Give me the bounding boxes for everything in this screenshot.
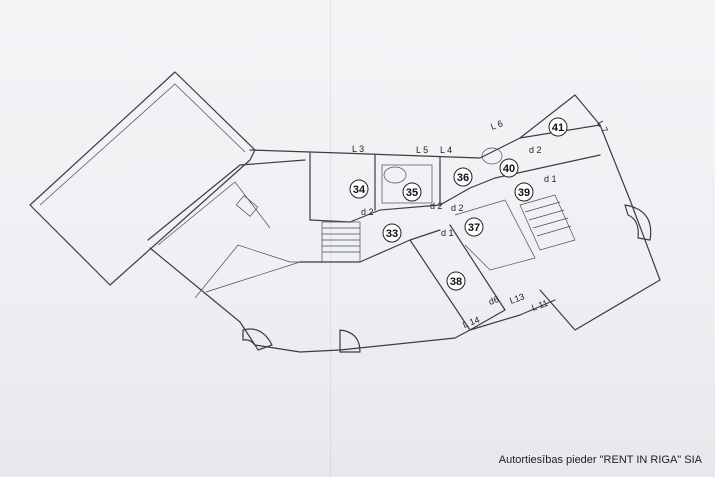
room-41-number: 41 [552,122,564,134]
right-curved-corner [624,204,652,241]
right-block-outer [519,124,661,331]
room-38-walls [409,224,506,331]
room-40-number: 40 [503,163,515,175]
room-34-number: 34 [353,184,366,196]
room-41-marker: 41 [548,117,568,137]
label-d1-a: d 1 [441,228,454,238]
label-d2-d: d 2 [529,145,542,155]
paper-fold-line [330,0,331,477]
room-39-marker: 39 [514,182,534,202]
label-l6: L 6 [489,118,504,132]
room-35-number: 35 [406,187,418,199]
room-34-marker: 34 [349,179,369,199]
room-35-marker: 35 [402,182,422,202]
room-33-number: 33 [386,228,398,240]
bathtub-35 [383,166,407,184]
left-wing-inner-wall-3 [205,261,301,293]
central-lower-wall [299,229,441,263]
left-wing-curved-stair [242,328,273,351]
stairs-33 [321,221,361,263]
label-l5: L 5 [416,145,428,155]
room-33-marker: 33 [382,223,402,243]
room-37-marker: 37 [464,217,484,237]
copyright-watermark: Autortiesības pieder "RENT IN RIGA" SIA [498,454,702,466]
bathtub-40 [481,147,503,165]
label-l4: L 4 [440,145,452,155]
label-d6: d6 [487,294,500,307]
stairs-39 [519,194,576,251]
left-wing-fixture [235,195,259,217]
left-wing-inner-wall-2 [194,244,305,299]
left-wing-outer-wall [147,159,306,241]
left-wing-inner-wall-1 [157,181,271,246]
south-wall [339,299,556,351]
room-36-number: 36 [457,172,469,184]
label-l13: L13 [508,291,526,306]
room-37-number: 37 [468,222,480,234]
room-35-bath [381,164,433,204]
label-l11: L 11 [530,298,549,313]
room-37-outline [454,199,536,271]
label-d2-a: d 2 [361,207,374,217]
label-d1-b: d 1 [544,174,557,184]
label-d2-c: d 2 [451,203,464,213]
room-36-marker: 36 [453,167,473,187]
room-40-marker: 40 [499,158,519,178]
label-d2-b: d 2 [430,201,443,211]
label-l3: L 3 [352,144,364,154]
room-38-marker: 38 [446,271,466,291]
left-wing-lower-wall [149,247,341,353]
terrace-inner-edge [39,83,246,206]
room-38-number: 38 [450,276,462,288]
central-top-wall [249,94,601,159]
bottom-bay [339,329,361,353]
room-39-number: 39 [518,187,530,199]
terrace-outline [29,71,256,286]
